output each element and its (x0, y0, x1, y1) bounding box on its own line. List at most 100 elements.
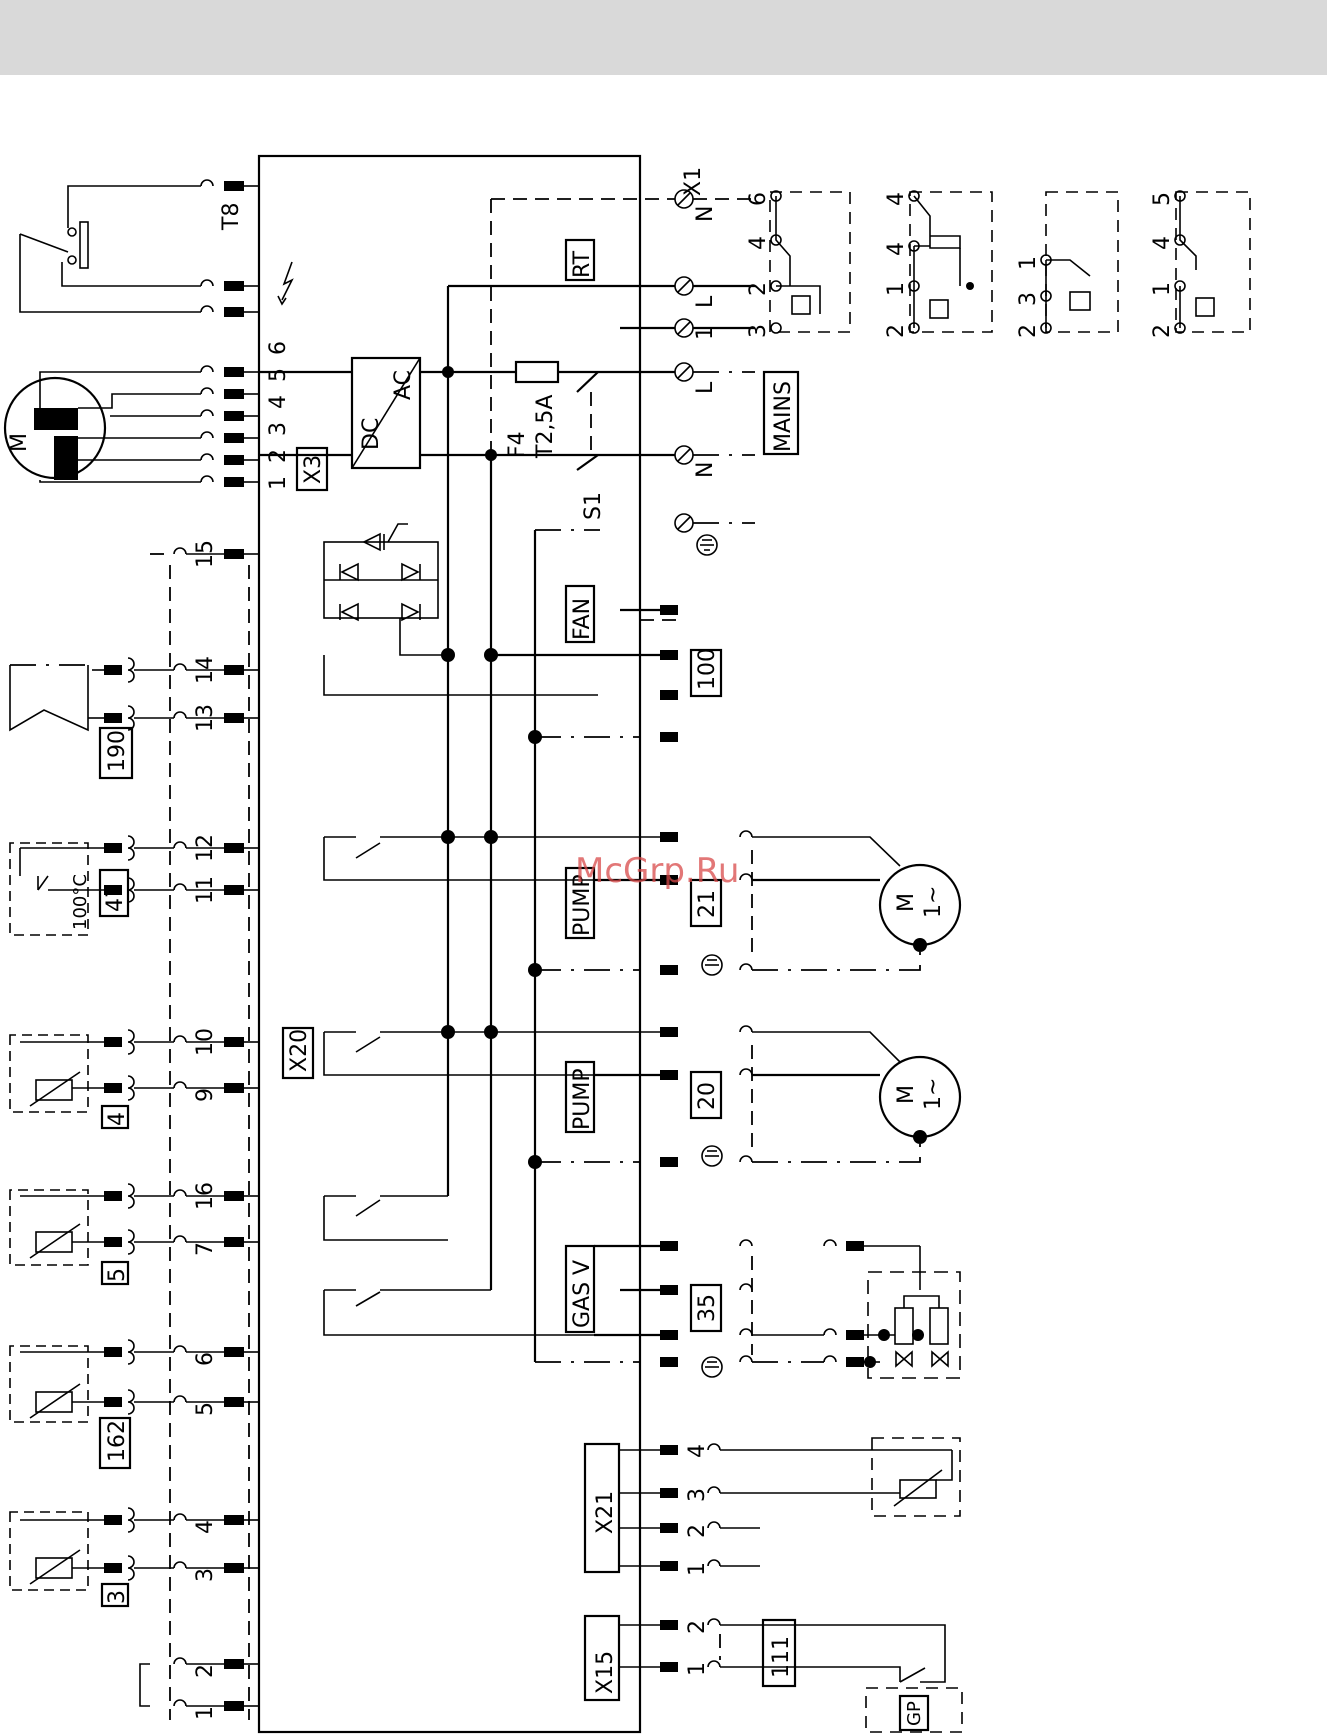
tag-190-label: 190 (105, 730, 130, 772)
earth-icon-gas (702, 1357, 722, 1377)
x1-term-n: N (693, 462, 718, 478)
x20-pin-block (224, 665, 244, 675)
fan-label: FAN (570, 598, 595, 640)
x20-pin-block (224, 1237, 244, 1247)
lightning-icon (282, 262, 292, 300)
pump-21-motor (880, 865, 960, 952)
x15-pin-1: 1 (685, 1662, 710, 1676)
earth-icon-pump21 (702, 955, 722, 975)
x20-pin-label: 7 (193, 1242, 218, 1256)
tag-21-label: 21 (695, 890, 720, 918)
x15-pin-2: 2 (685, 1620, 710, 1634)
x20-pin-label: 3 (193, 1568, 218, 1582)
x20-pin-block (224, 1701, 244, 1711)
x20-pin-label: 6 (193, 1352, 218, 1366)
rt-pin-label: 4 (884, 192, 909, 206)
tag-20-label: 20 (695, 1082, 720, 1110)
fuse-rating: T2,5A (533, 395, 558, 459)
fan-motor-label: M (7, 433, 32, 452)
switch-s1 (577, 372, 598, 392)
x20-label: X20 (287, 1029, 312, 1072)
fuse-name: F4 (505, 431, 530, 458)
x20-pin-label: 5 (193, 1402, 218, 1416)
mains-label: MAINS (771, 381, 796, 452)
rt-pin-label: 2 (1150, 324, 1175, 338)
pump21-type: 1~ (921, 886, 946, 918)
tag-4-label: 4 (105, 1112, 130, 1126)
tag-5-label: 5 (105, 1268, 130, 1282)
earth-icon-pump20 (702, 1146, 722, 1166)
tag-100-label: 100 (695, 648, 720, 690)
x1-label: X1 (681, 167, 706, 196)
x20-pin-label: 10 (193, 1028, 218, 1056)
rt-option-a (770, 191, 850, 333)
pump-20-motor (880, 1057, 960, 1144)
rt-pin-label: 1 (884, 282, 909, 296)
rt-option-c (1041, 192, 1118, 333)
x1-term-l: L (693, 295, 718, 308)
x20-pin-label: 2 (193, 1664, 218, 1678)
rt-option-d (1175, 191, 1250, 333)
dc-label: DC (359, 418, 384, 450)
switch-label: S1 (581, 492, 606, 520)
rt-label: RT (570, 250, 595, 278)
x21-pin-1: 1 (685, 1562, 710, 1576)
x20-pin-label: 15 (193, 540, 218, 568)
x20-pin-block (224, 1563, 244, 1573)
x21-pin-4: 4 (685, 1444, 710, 1458)
ntc-sensor-5 (10, 1190, 104, 1265)
x20-pin-block (224, 549, 244, 559)
tag-47-label: 47 (103, 884, 128, 912)
x20-pin-block (224, 1515, 244, 1525)
x21-pin-3: 3 (685, 1488, 710, 1502)
x3-label: X3 (301, 455, 326, 484)
rt-pin-label: 5 (1150, 192, 1175, 206)
x20-pin-block (224, 1347, 244, 1357)
rt-pin-label: 2 (1016, 324, 1041, 338)
rt-pin-label: 2 (746, 282, 771, 296)
gp-label: GP (904, 1701, 925, 1726)
ntc-sensor-4 (10, 1035, 104, 1112)
pump20-type: 1~ (921, 1078, 946, 1110)
tag-162-label: 162 (105, 1420, 130, 1462)
earth-icon (697, 535, 717, 555)
limit-temp-label: 100°C (70, 874, 91, 930)
tag-35-label: 35 (695, 1294, 720, 1322)
rt-pin-label: 3 (746, 324, 771, 338)
t8-label: T8 (219, 203, 244, 231)
rt-pin-label: 4 (746, 236, 771, 250)
tag-111-label: 111 (769, 1636, 794, 1678)
pump21-m: M (894, 893, 919, 912)
x20-pin-block (224, 1397, 244, 1407)
rt-pin-label: 1 (1016, 256, 1041, 270)
rt-pin-label: 4 (884, 242, 909, 256)
x20-pin-block (224, 1083, 244, 1093)
x1-term-l2: L (693, 381, 718, 394)
rt-pin-label: 4 (1150, 236, 1175, 250)
x3-connector (201, 366, 259, 487)
svg-text:N: N (693, 206, 718, 222)
x21-pin-2: 2 (685, 1524, 710, 1538)
x15-label: X15 (593, 1651, 618, 1694)
watermark: McGrp.Ru (575, 851, 739, 891)
x20-pin-label: 13 (193, 704, 218, 732)
x20-pin-block (224, 1037, 244, 1047)
x20-pin-block (224, 843, 244, 853)
x20-pin-block (224, 1191, 244, 1201)
x20-pin-label: 16 (193, 1182, 218, 1210)
x20-connector: 1514131211109167654321 (104, 540, 259, 1720)
x1-terminal-block (675, 190, 693, 532)
rt-pin-label: 1 (1150, 282, 1175, 296)
pump20-m: M (894, 1085, 919, 1104)
bridge-1-2 (140, 1664, 150, 1706)
tag-3-label: 3 (105, 1590, 130, 1604)
x21-label: X21 (593, 1491, 618, 1534)
rectifier-bridge (324, 524, 598, 695)
fuse-f4 (516, 362, 558, 382)
x20-pin-block (224, 713, 244, 723)
x20-pin-label: 11 (193, 876, 218, 904)
t8-thermal-fuse (20, 180, 259, 317)
x20-pin-label: 12 (193, 834, 218, 862)
x3-pin-numbers: 1 2 3 4 5 6 (266, 338, 291, 490)
